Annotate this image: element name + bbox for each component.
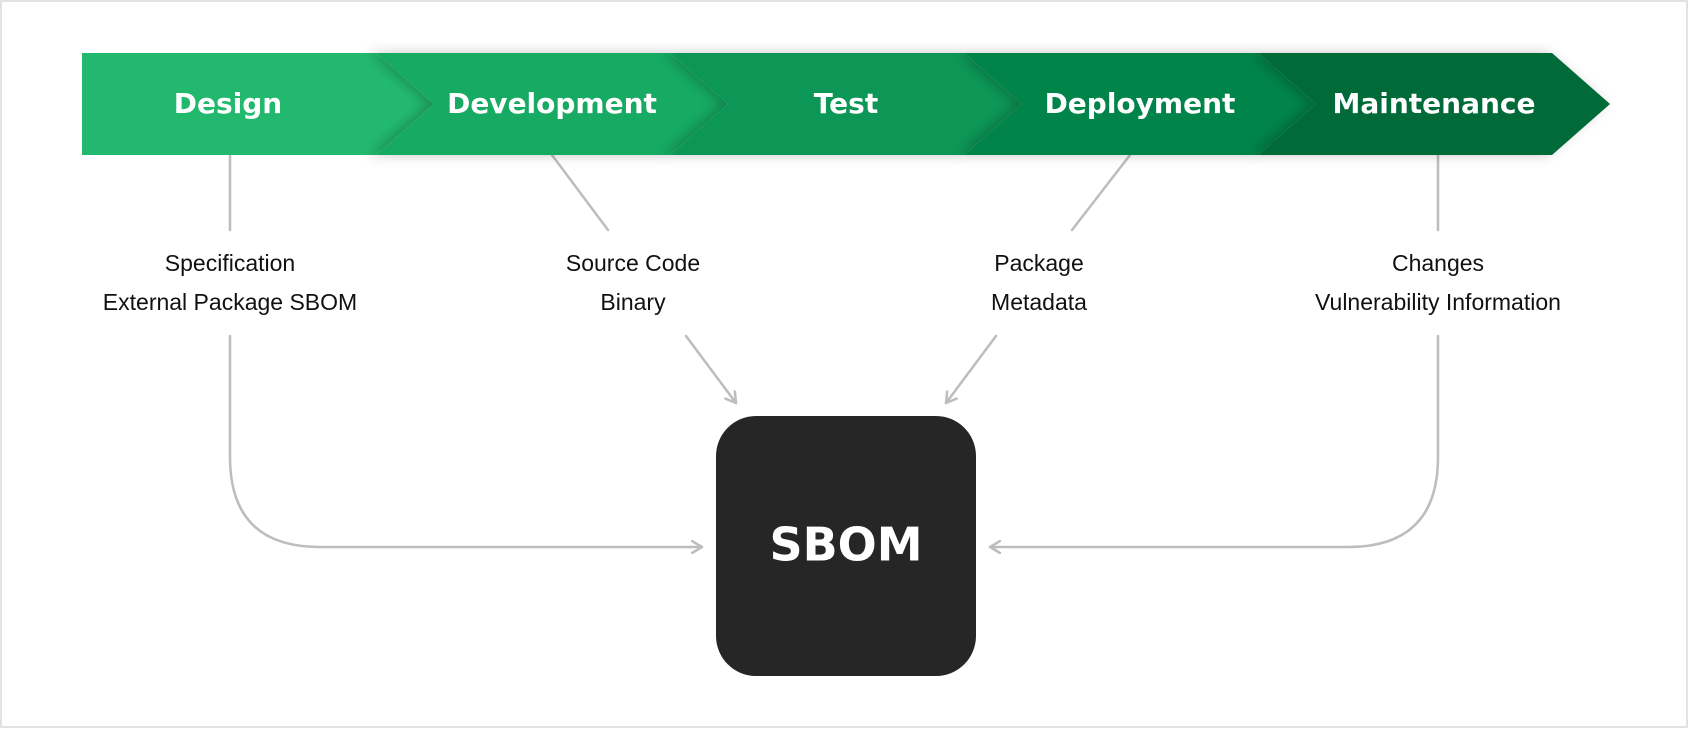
artifact-development-binary: Binary <box>600 289 666 315</box>
connector-development-to-label <box>550 153 610 232</box>
stage-chevron-design <box>82 53 434 155</box>
arrow-design-to-sbom <box>228 334 704 547</box>
artifact-development-source-code: Source Code <box>566 250 700 276</box>
artifact-maintenance-changes: Changes <box>1392 250 1484 276</box>
artifact-deployment-metadata: Metadata <box>991 289 1087 315</box>
stage-chevron-test <box>670 53 1022 155</box>
arrow-deployment-to-sbom <box>944 334 998 405</box>
stage-label-maintenance: Maintenance <box>1332 87 1535 120</box>
connector-deployment-to-label <box>1070 153 1132 232</box>
stage-label-test: Test <box>814 87 878 120</box>
stage-label-deployment: Deployment <box>1045 87 1236 120</box>
artifact-design-external-package-sbom: External Package SBOM <box>103 289 357 315</box>
arrow-development-to-sbom <box>684 334 738 405</box>
sbom-box <box>716 416 976 676</box>
stage-label-design: Design <box>174 87 282 120</box>
artifact-maintenance-vulnerability-information: Vulnerability Information <box>1315 289 1561 315</box>
stage-label-development: Development <box>447 87 657 120</box>
stage-chevron-maintenance <box>1258 53 1610 155</box>
stage-chevron-deployment <box>964 53 1316 155</box>
stage-chevron-development <box>376 53 728 155</box>
artifact-deployment-package: Package <box>994 250 1084 276</box>
sbom-node: SBOM <box>716 416 976 676</box>
connectors <box>228 153 1440 547</box>
lifecycle-pipeline: Design Development Test Deployment Maintenan… <box>82 53 1610 155</box>
artifact-design-specification: Specification <box>165 250 295 276</box>
arrow-maintenance-to-sbom <box>988 334 1440 547</box>
sbom-label: SBOM <box>769 518 922 572</box>
